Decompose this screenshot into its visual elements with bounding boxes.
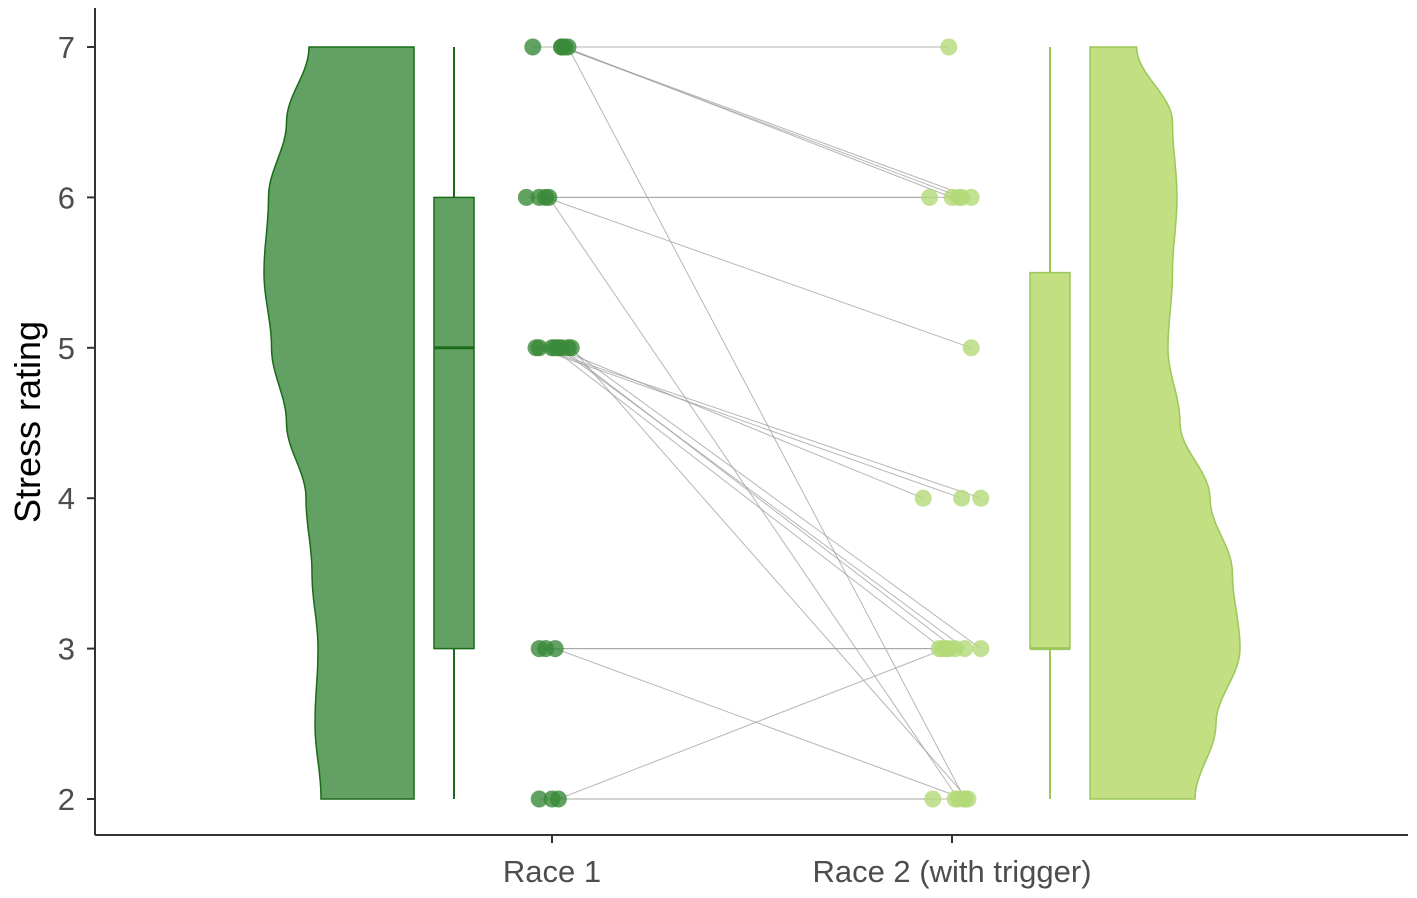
- pair-line-20: [555, 648, 965, 800]
- x-axis-ticks: Race 1 Race 2 (with trigger): [503, 835, 1092, 889]
- point-race2-11: [972, 489, 990, 507]
- point-race1-5: [559, 38, 577, 56]
- y-tick-label-2: 2: [58, 782, 75, 817]
- paired-lines: [526, 46, 982, 800]
- data-points: [517, 38, 990, 808]
- x-tick-label-2: Race 2 (with trigger): [812, 854, 1091, 889]
- point-race2-17: [914, 489, 932, 507]
- point-race1-16: [562, 339, 580, 357]
- point-race2-22: [924, 790, 942, 808]
- pair-line-17: [555, 347, 924, 499]
- point-race2-6: [921, 188, 939, 206]
- pair-line-14: [551, 347, 943, 649]
- point-race2-21: [937, 640, 955, 658]
- box-iqr-1: [433, 196, 475, 650]
- density-cloud-1: [263, 46, 415, 800]
- point-race1-23: [543, 790, 561, 808]
- point-race1-9: [540, 188, 558, 206]
- pair-line-15: [567, 347, 982, 650]
- point-race1-22: [530, 790, 548, 808]
- pair-line-5: [567, 46, 966, 800]
- y-tick-label-5: 5: [58, 331, 75, 366]
- pair-line-10: [535, 347, 962, 499]
- y-axis-ticks: 2 3 4 5 6 7: [58, 30, 95, 817]
- point-race1-6: [517, 188, 535, 206]
- pair-line-4: [564, 46, 953, 198]
- point-race1-17: [546, 339, 564, 357]
- point-race2-23: [946, 790, 964, 808]
- boxplots: [433, 47, 1071, 799]
- point-race2-15: [972, 640, 990, 658]
- point-race1-20: [546, 640, 564, 658]
- point-race2-10: [953, 489, 971, 507]
- axes: [94, 8, 1408, 836]
- density-cloud-2: [1089, 46, 1241, 800]
- x-tick-label-1: Race 1: [503, 854, 601, 889]
- y-axis-title: Stress rating: [7, 321, 48, 523]
- y-tick-label-7: 7: [58, 30, 75, 65]
- box-iqr-2: [1029, 271, 1071, 650]
- density-clouds: [263, 46, 1241, 800]
- point-race2-7: [949, 188, 967, 206]
- point-race1-1: [524, 38, 542, 56]
- point-race2-3: [962, 188, 980, 206]
- pair-line-12: [558, 347, 966, 650]
- pair-line-9: [548, 197, 959, 800]
- pair-line-11: [539, 347, 981, 499]
- y-tick-label-3: 3: [58, 632, 75, 667]
- point-race1-11: [530, 339, 548, 357]
- y-tick-label-6: 6: [58, 180, 75, 215]
- pair-line-16: [570, 347, 969, 800]
- y-tick-label-4: 4: [58, 481, 75, 516]
- pair-line-13: [561, 347, 956, 649]
- point-race2-1: [940, 38, 958, 56]
- pair-line-8: [545, 196, 972, 349]
- pair-line-21: [558, 648, 946, 800]
- point-race2-8: [962, 339, 980, 357]
